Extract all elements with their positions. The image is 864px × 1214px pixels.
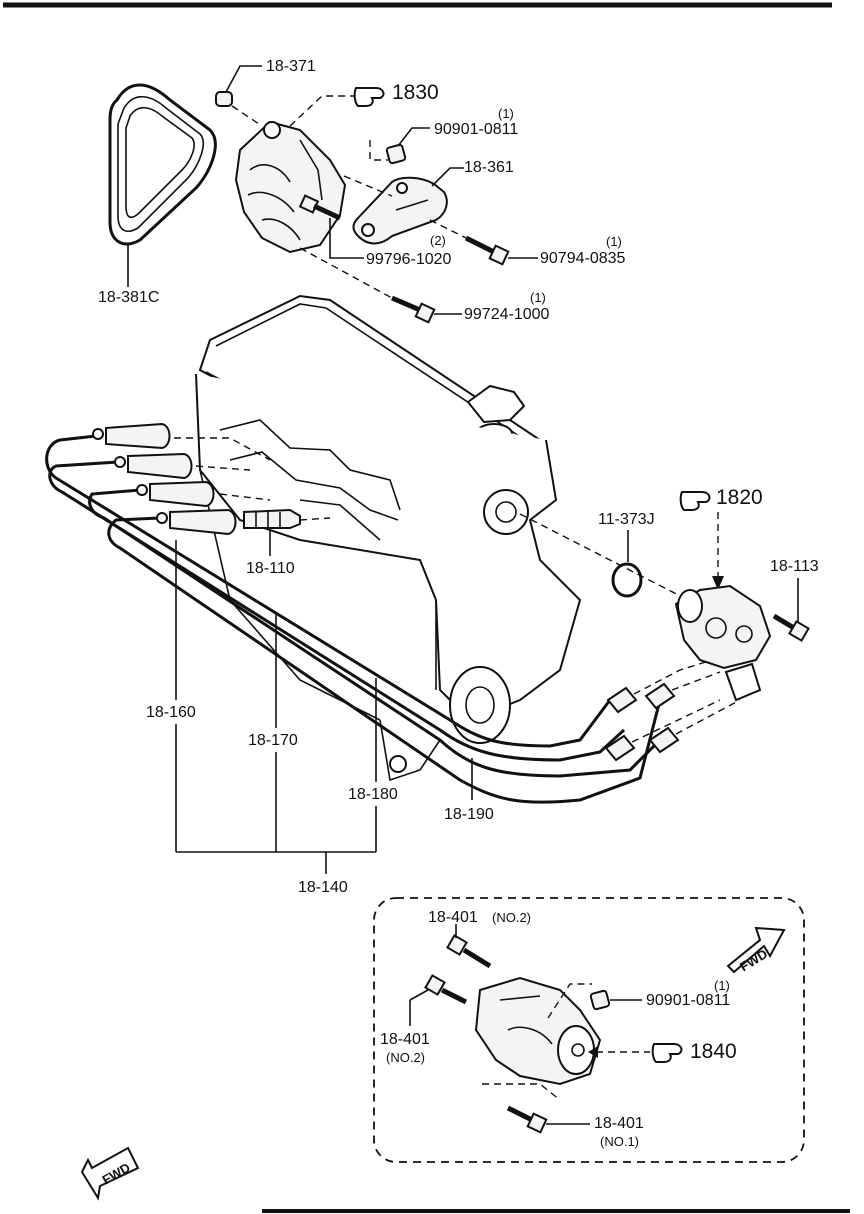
pointing-hand-icon xyxy=(353,87,385,107)
distributor[interactable] xyxy=(674,584,772,702)
fwd-arrow-icon: FWD xyxy=(80,1146,140,1201)
plug-boot-1[interactable] xyxy=(92,422,171,450)
starter-nut-label: 90901-0811 xyxy=(646,992,730,1009)
ref-starter[interactable]: 1840 xyxy=(690,1040,737,1063)
alternator-bracket[interactable] xyxy=(352,176,448,245)
starter-bolt-1-label: 18-401 xyxy=(428,909,478,926)
starter-bolt-3-label: 18-401 xyxy=(594,1115,644,1132)
distributor-bolt[interactable] xyxy=(772,613,810,642)
alternator-cap[interactable] xyxy=(215,91,233,107)
bolt-90794[interactable] xyxy=(464,235,510,266)
alternator-assembly[interactable] xyxy=(234,120,347,254)
starter-nut-qty: (1) xyxy=(714,978,730,993)
starter-nut[interactable] xyxy=(589,989,611,1011)
wire-190-label: 18-190 xyxy=(444,806,494,823)
starter-bolt-left[interactable] xyxy=(424,974,468,1005)
dist-wire-end-2[interactable] xyxy=(644,682,676,710)
starter-bolt-1-note: (NO.2) xyxy=(492,910,531,925)
plug-boot-4[interactable] xyxy=(156,508,237,536)
bolt-b-qty: (1) xyxy=(606,234,622,249)
bracket-label: 18-361 xyxy=(464,159,514,176)
oring-label: 11-373J xyxy=(598,511,655,528)
starter-bolt-3-note: (NO.1) xyxy=(600,1134,639,1149)
bolt-c-qty: (1) xyxy=(530,290,546,305)
bolt-b-label: 90794-0835 xyxy=(540,250,626,267)
bolt-c-label: 99724-1000 xyxy=(464,306,550,323)
plug-wire-set[interactable] xyxy=(45,434,662,804)
spark-plug[interactable] xyxy=(243,508,301,529)
belt-label: 18-381C xyxy=(98,289,159,306)
starter-motor[interactable] xyxy=(474,976,602,1086)
dist-wire-end-4[interactable] xyxy=(648,726,680,754)
starter-inset-frame xyxy=(373,897,805,1163)
ref-distributor[interactable]: 1820 xyxy=(716,486,763,509)
dist-wire-end-3[interactable] xyxy=(604,734,636,762)
wire-170-label: 18-170 xyxy=(248,732,298,749)
spark-plug-label: 18-110 xyxy=(246,560,295,577)
o-ring[interactable] xyxy=(611,562,643,598)
dist-bolt-label: 18-113 xyxy=(770,558,819,575)
nut-top-label: 90901-0811 xyxy=(434,121,518,138)
pointing-hand-icon xyxy=(679,491,711,511)
engine-block xyxy=(195,294,582,782)
starter-bolt-2-label: 18-401 xyxy=(380,1031,430,1048)
v-belt-part[interactable] xyxy=(108,83,217,246)
plug-boot-3[interactable] xyxy=(136,480,215,508)
nut-top-qty: (1) xyxy=(498,106,514,121)
svg-text:FWD: FWD xyxy=(737,946,770,974)
fwd-arrow-icon: FWD xyxy=(726,926,786,974)
wire-180-label: 18-180 xyxy=(348,786,398,803)
top-nut[interactable] xyxy=(385,143,407,165)
dist-wire-end-1[interactable] xyxy=(606,686,638,714)
plug-boot-2[interactable] xyxy=(114,452,193,480)
starter-bolt-bottom[interactable] xyxy=(506,1105,548,1134)
starter-bolt-top[interactable] xyxy=(446,934,492,969)
ref-alternator[interactable]: 1830 xyxy=(392,81,439,104)
starter-bolt-2-note: (NO.2) xyxy=(386,1050,425,1065)
wire-set-label: 18-140 xyxy=(298,879,348,896)
wire-160-label: 18-160 xyxy=(146,704,196,721)
bolt-a-label: 99796-1020 xyxy=(366,251,452,268)
cap-label: 18-371 xyxy=(266,58,316,75)
bolt-a-qty: (2) xyxy=(430,233,446,248)
pointing-hand-icon xyxy=(651,1043,683,1063)
bolt-99724[interactable] xyxy=(391,295,436,324)
bolt-99796[interactable] xyxy=(298,194,342,221)
